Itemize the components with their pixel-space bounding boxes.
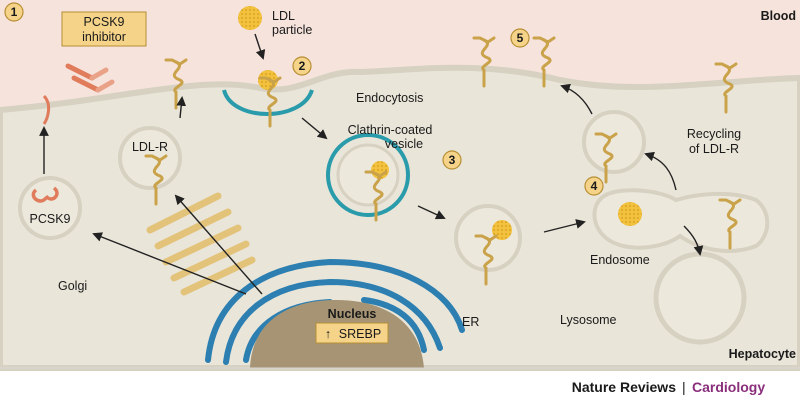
golgi-label: Golgi	[58, 279, 87, 293]
step-number-1: 1	[11, 5, 18, 19]
pcsk9-free-icon	[42, 94, 51, 125]
srebp-label: SREBP	[339, 327, 381, 341]
journal-name: Nature Reviews	[572, 379, 676, 395]
step-badges: 1 2 3 4 5	[4, 2, 604, 196]
pcsk9-inhibitor-label-2: inhibitor	[82, 30, 126, 44]
clathrin-coated-vesicle	[326, 133, 410, 217]
endosome-label: Endosome	[590, 253, 650, 267]
blood-label: Blood	[761, 9, 796, 23]
ldl-label-2: particle	[272, 23, 312, 37]
nucleus-label: Nucleus	[328, 307, 377, 321]
endosome-ldl-particle	[618, 202, 642, 226]
step-number-4: 4	[591, 179, 598, 193]
recycling-label-2: of LDL-R	[689, 142, 739, 156]
arrow-ldlr-to-membrane	[176, 96, 187, 119]
step-badge-5	[510, 28, 530, 48]
endocytosis-label: Endocytosis	[356, 91, 423, 105]
arrow-ldl-to-receptor	[254, 33, 266, 60]
arrow-to-internal-vesicle	[417, 205, 446, 220]
hepatocyte-label: Hepatocyte	[729, 347, 796, 361]
pcsk9-inhibitor-antibody-icon	[65, 63, 115, 93]
journal-section: Cardiology	[692, 379, 765, 395]
clathrin-pit	[222, 89, 314, 116]
recycling-vesicle	[582, 110, 646, 174]
pcsk9-inhibitor-box	[61, 11, 147, 47]
arrow-to-clathrin-vesicle	[301, 117, 328, 140]
footer-separator: |	[682, 379, 686, 395]
step-number-5: 5	[517, 31, 524, 45]
arrow-golgi-to-ldlr	[174, 194, 263, 295]
recycling-label-1: Recycling	[687, 127, 741, 141]
ldlr-vesicle	[118, 126, 182, 190]
arrow-to-lysosome	[683, 225, 704, 256]
ldl-particle	[238, 6, 262, 30]
er-label: ER	[462, 315, 479, 329]
arrow-golgi-to-pcsk9	[92, 232, 247, 295]
pcsk9-inhibitor-label-1: PCSK9	[84, 15, 125, 29]
ldlr-label: LDL-R	[132, 140, 168, 154]
srebp-up-arrow: ↑	[325, 327, 331, 341]
pcsk9-label: PCSK9	[30, 212, 71, 226]
arrow-to-endosome	[543, 219, 586, 233]
pcsk9-molecule-icon	[31, 188, 48, 203]
arrow-to-recycling	[644, 151, 677, 191]
pcsk9-molecule-icon	[44, 186, 59, 201]
step-number-2: 2	[299, 59, 306, 73]
step-badge-3	[442, 150, 462, 170]
clathrin-label-1: Clathrin-coated	[348, 123, 433, 137]
clathrin-label-2: vesicle	[385, 137, 423, 151]
step-badge-1	[4, 2, 24, 22]
lysosome-label: Lysosome	[560, 313, 617, 327]
lysosome	[653, 251, 747, 345]
pathway-arrows	[39, 33, 704, 295]
pcsk9-vesicle	[18, 176, 82, 240]
ldl-label-1: LDL	[272, 9, 295, 23]
golgi-apparatus	[146, 192, 256, 296]
clathrin-vesicle-inner	[336, 143, 400, 207]
step-number-3: 3	[449, 153, 456, 167]
step-badge-2	[292, 56, 312, 76]
srebp-box	[315, 322, 389, 344]
step-badge-4	[584, 176, 604, 196]
arrow-recycle-to-membrane	[560, 83, 593, 115]
